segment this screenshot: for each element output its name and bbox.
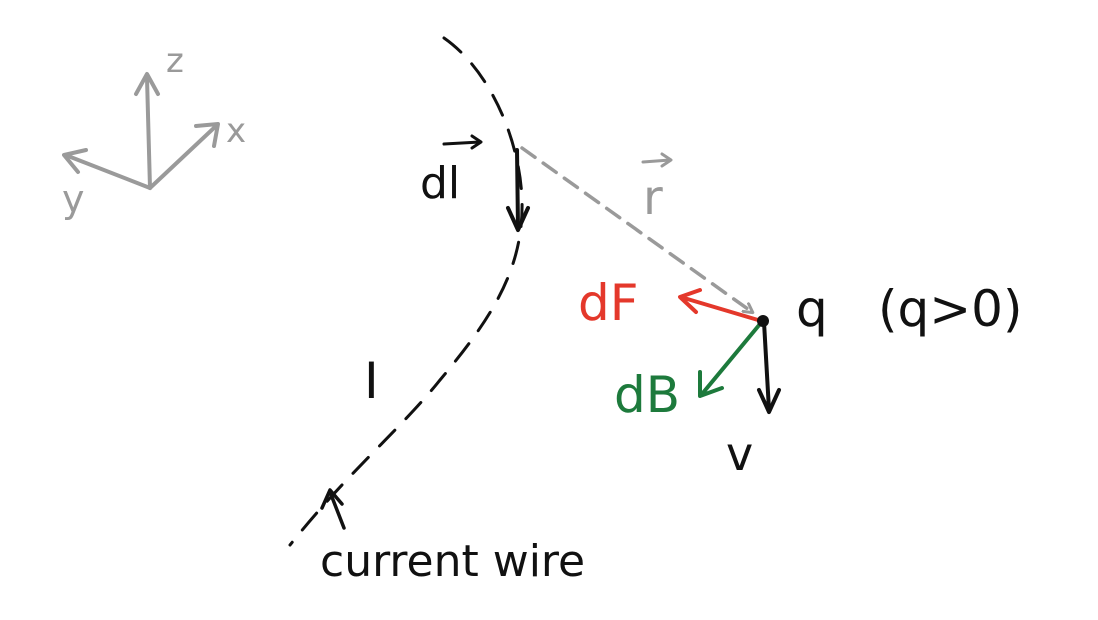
x-axis-label: x xyxy=(226,111,246,151)
dl-overarrow-icon xyxy=(442,134,483,150)
current-label: I xyxy=(364,352,379,410)
dl-vector xyxy=(506,148,530,232)
y-axis-label: y xyxy=(62,177,85,221)
dF-label: dF xyxy=(578,274,639,332)
z-axis-arrowhead xyxy=(134,72,160,96)
current-wire xyxy=(288,36,524,547)
charge-point xyxy=(757,315,769,327)
v-vector xyxy=(757,320,781,414)
dF-vector xyxy=(678,288,760,322)
wire-pointer-arrow xyxy=(320,488,346,530)
y-axis xyxy=(66,154,152,190)
z-axis-label: z xyxy=(166,41,184,81)
r-vector xyxy=(520,146,752,312)
v-label: v xyxy=(726,427,753,481)
charge-label: q xyxy=(796,280,828,338)
wire-caption: current wire xyxy=(320,536,585,587)
r-overarrow-icon xyxy=(641,152,673,168)
charge-condition: (q>0) xyxy=(878,280,1022,338)
z-axis xyxy=(145,76,152,190)
dl-label: dl xyxy=(420,158,460,209)
x-axis-arrowhead xyxy=(194,122,220,148)
r-label: r xyxy=(643,170,663,226)
x-axis xyxy=(148,124,218,190)
dB-vector xyxy=(698,322,762,398)
y-axis-arrowhead xyxy=(62,148,88,174)
axes-icon xyxy=(62,72,220,190)
dB-label: dB xyxy=(614,366,680,424)
